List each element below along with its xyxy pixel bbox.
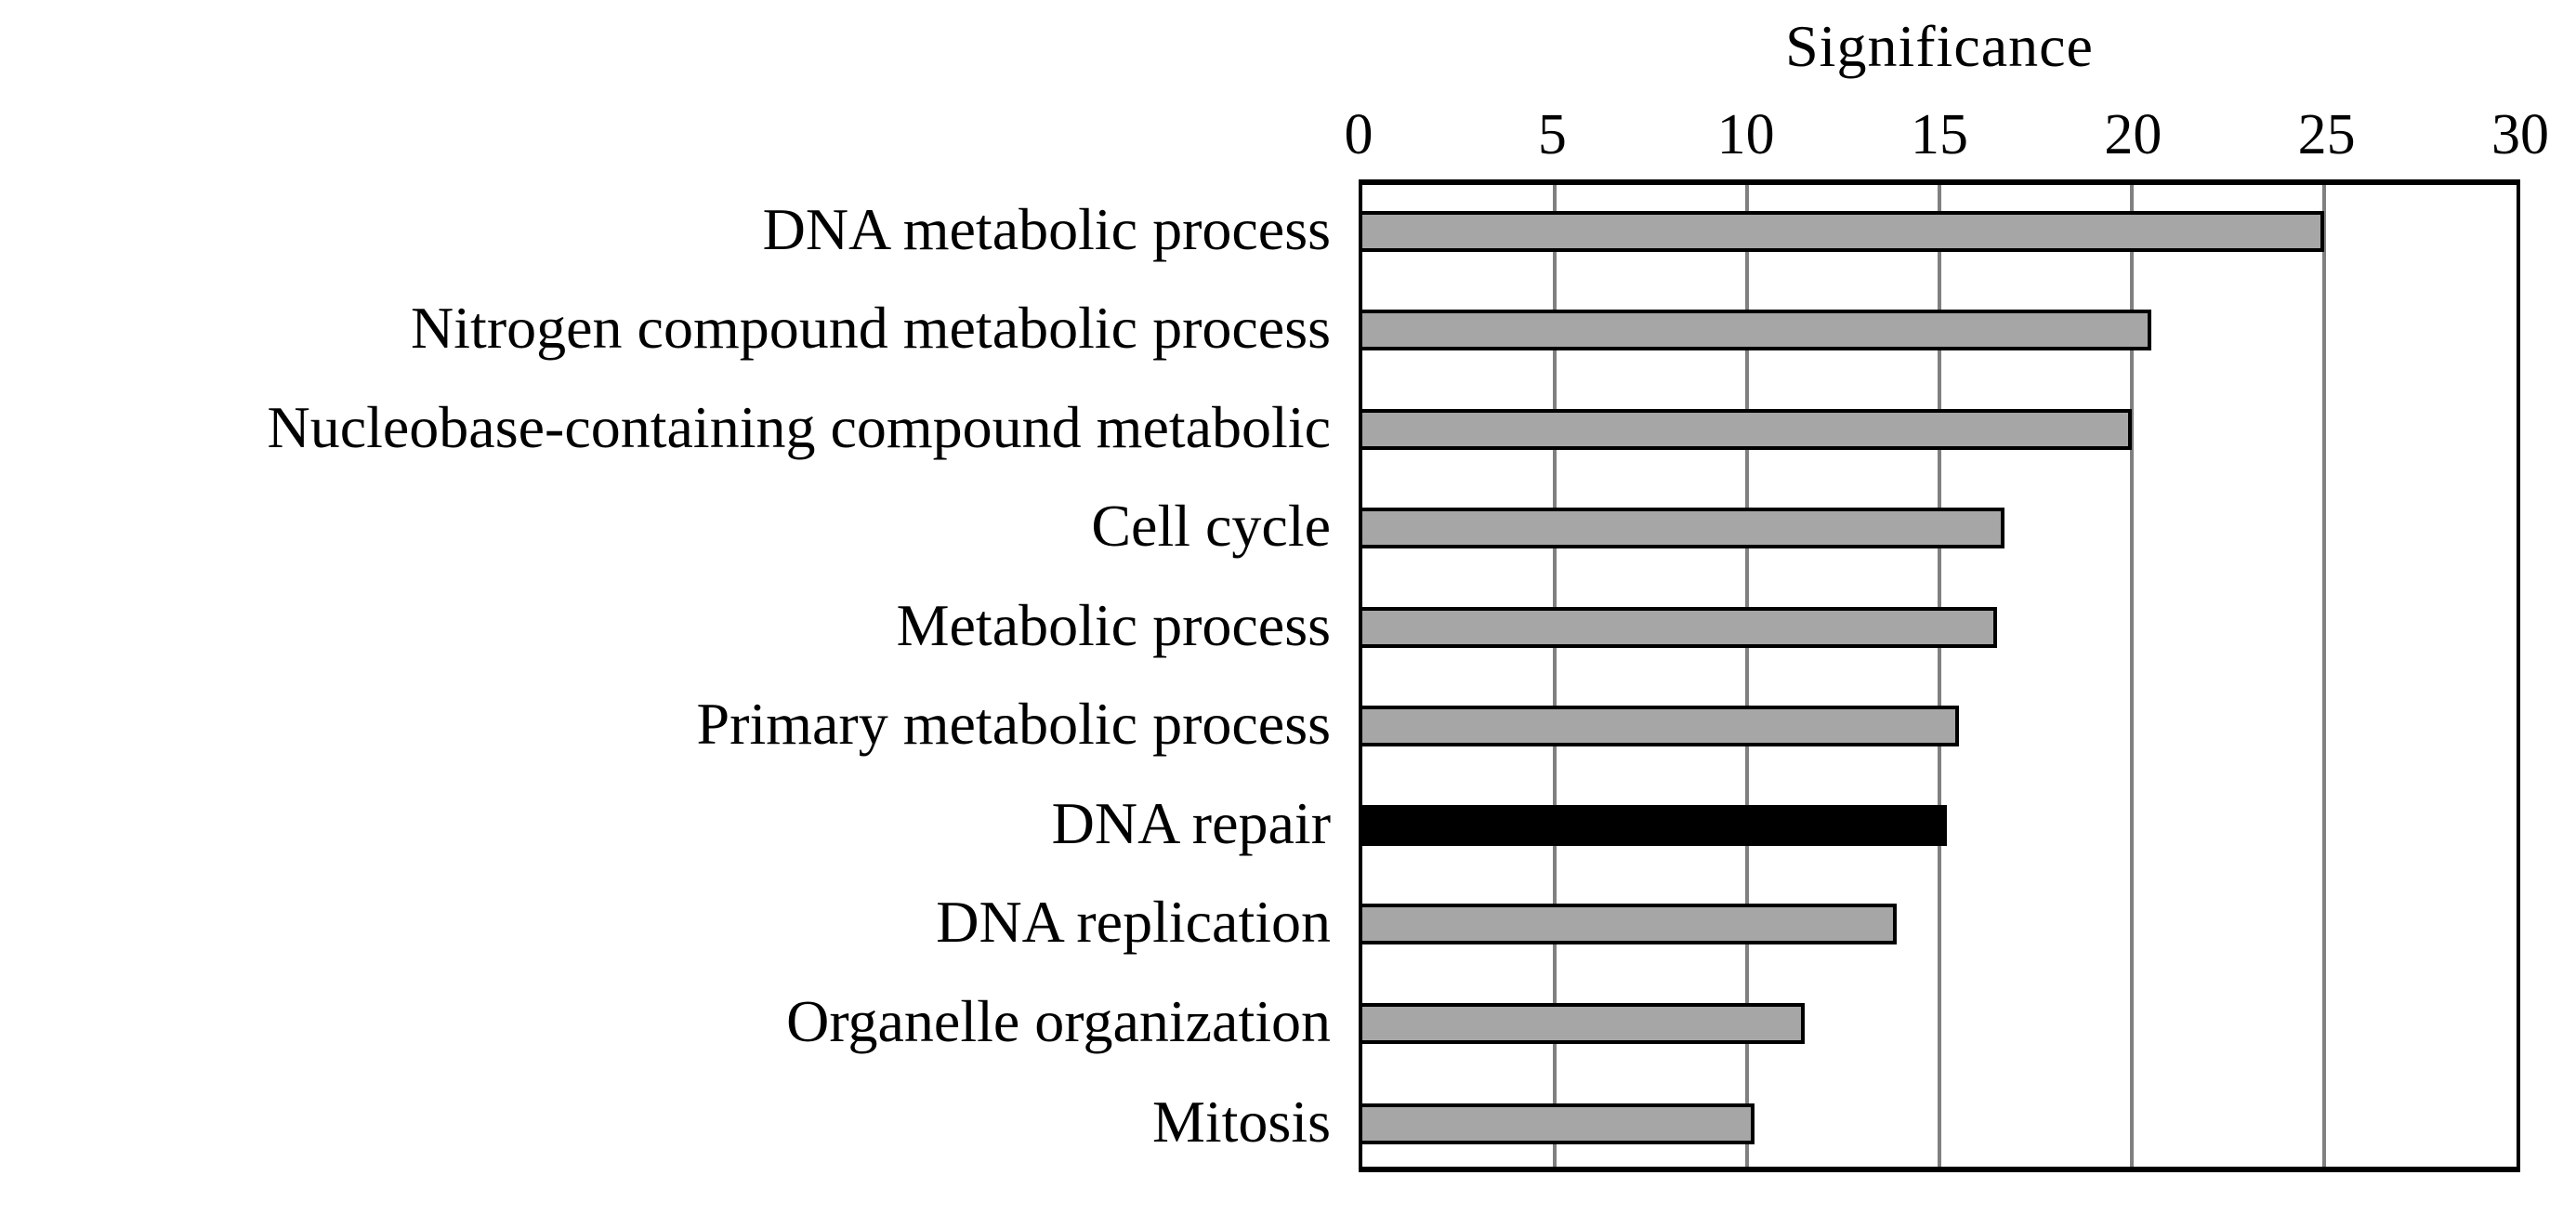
bar: [1362, 706, 1959, 746]
x-tick-label: 30: [2491, 103, 2549, 166]
bar: [1362, 805, 1948, 846]
plot-area: [1359, 179, 2520, 1172]
bar: [1362, 1003, 1806, 1044]
x-tick-label: 25: [2297, 103, 2356, 166]
bar: [1362, 409, 2132, 450]
category-label: Nucleobase-containing compound metabolic: [267, 394, 1331, 460]
category-label: DNA metabolic process: [762, 196, 1331, 262]
category-label: Mitosis: [1151, 1089, 1331, 1155]
x-tick-label: 10: [1716, 103, 1775, 166]
category-label: Primary metabolic process: [696, 691, 1331, 757]
x-tick-label: 5: [1537, 103, 1567, 166]
bar: [1362, 1103, 1755, 1144]
gridline: [1553, 185, 1557, 1167]
gridline: [1745, 185, 1749, 1167]
gridline: [1938, 185, 1941, 1167]
bar: [1362, 211, 2324, 252]
bar: [1362, 904, 1898, 944]
bar: [1362, 508, 2005, 548]
category-label: Organelle organization: [786, 988, 1331, 1054]
category-label: Nitrogen compound metabolic process: [411, 295, 1331, 361]
x-tick-label: 15: [1911, 103, 1968, 166]
bar: [1362, 310, 2151, 350]
x-tick-label: 0: [1344, 103, 1373, 166]
category-label: DNA replication: [936, 889, 1331, 955]
gridline: [2130, 185, 2134, 1167]
category-label: Cell cycle: [1091, 493, 1331, 559]
bar: [1362, 607, 1998, 648]
x-axis-title: Significance: [1785, 13, 2094, 79]
gridline: [2322, 185, 2326, 1167]
category-label: DNA repair: [1051, 790, 1331, 856]
x-tick-label: 20: [2104, 103, 2162, 166]
category-label: Metabolic process: [896, 592, 1331, 658]
